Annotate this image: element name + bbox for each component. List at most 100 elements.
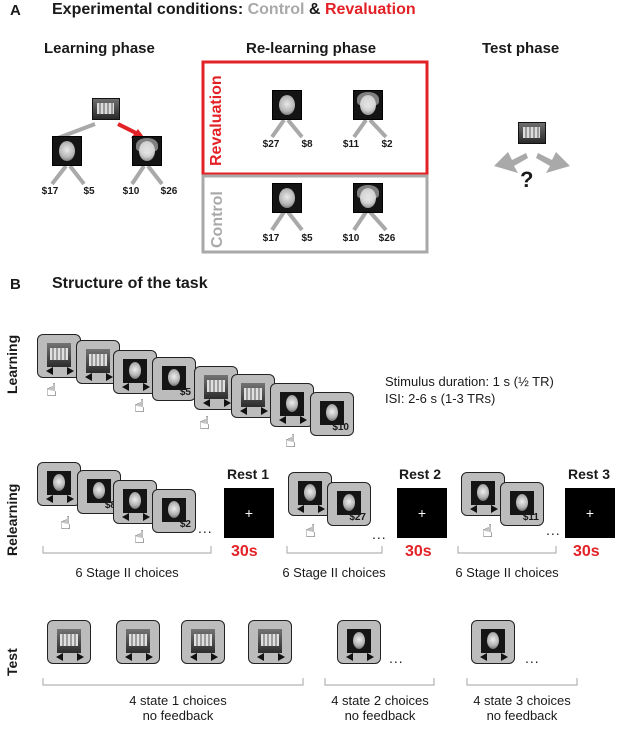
rest-3-label: Rest 3 <box>568 466 611 482</box>
test-card-3 <box>181 620 225 664</box>
finger-press-icon: ☝ <box>199 413 210 433</box>
choice-arrows-icon <box>56 653 84 661</box>
relearning-card-3 <box>113 480 157 524</box>
panel-b-title: Structure of the task <box>52 275 208 292</box>
panel-a-letter: A <box>10 2 21 19</box>
test-caption-1-line2: no feedback <box>142 708 214 723</box>
choice-arrows-icon <box>480 653 508 661</box>
ellipsis-3: ... <box>546 522 561 538</box>
control-vertical-label: Control <box>209 191 226 248</box>
choice-arrows-icon <box>257 653 285 661</box>
relearning-card-7 <box>461 472 505 516</box>
choice-arrows-icon <box>346 653 374 661</box>
test-caption-2: 4 state 2 choices no feedback <box>310 693 450 723</box>
rest-2-screen: + <box>397 488 447 538</box>
face-female-icon <box>353 183 383 213</box>
revaluation-value-4: $2 <box>381 139 393 150</box>
rest-2-duration: 30s <box>405 543 432 560</box>
title-amp: & <box>308 1 321 18</box>
stage2-caption-3: 6 Stage II choices <box>455 565 559 580</box>
face-female-icon <box>132 136 162 166</box>
finger-press-icon: ☝ <box>134 527 145 547</box>
face-male-icon <box>272 90 302 120</box>
rest-3-duration: 30s <box>573 543 600 560</box>
finger-press-icon: ☝ <box>482 521 493 541</box>
choice-arrows-icon <box>46 495 74 503</box>
test-caption-2-line1: 4 state 2 choices <box>331 693 429 708</box>
rest-1-label: Rest 1 <box>227 466 270 482</box>
face-male-icon <box>52 136 82 166</box>
learning-card-4: $5 <box>152 357 196 401</box>
test-caption-3: 4 state 3 choices no feedback <box>452 693 592 723</box>
control-value-4: $26 <box>378 233 396 244</box>
choice-arrows-icon <box>297 505 325 513</box>
revaluation-value-1: $27 <box>262 139 280 150</box>
finger-press-icon: ☝ <box>60 513 71 533</box>
learning-amount-1: $5 <box>179 387 191 398</box>
panel-a-title: Experimental conditions: Control & Reval… <box>52 1 416 19</box>
relearning-amount-1: $8 <box>104 500 116 511</box>
learning-card-6 <box>231 374 275 418</box>
isi-text: ISI: 2-6 s (1-3 TRs) <box>385 391 496 406</box>
test-caption-3-line2: no feedback <box>486 708 558 723</box>
learning-card-7 <box>270 383 314 427</box>
revaluation-value-2: $8 <box>301 139 313 150</box>
choice-arrows-icon <box>122 383 150 391</box>
learning-phase-title: Learning phase <box>44 40 155 57</box>
revaluation-value-3: $11 <box>342 139 360 150</box>
relearning-card-4: $2 <box>152 489 196 533</box>
learning-card-1 <box>37 334 81 378</box>
learning-value-4: $26 <box>160 186 178 197</box>
title-revaluation: Revaluation <box>324 1 416 18</box>
rest-2-label: Rest 2 <box>399 466 442 482</box>
learning-card-8: $10 <box>310 392 354 436</box>
choice-arrows-icon <box>122 513 150 521</box>
relearning-card-5 <box>288 472 332 516</box>
relearning-card-8: $11 <box>500 482 544 526</box>
slot-machine-icon <box>518 122 546 144</box>
face-male-icon <box>272 183 302 213</box>
stage2-caption-1: 6 Stage II choices <box>75 565 179 580</box>
rest-1-screen: + <box>224 488 274 538</box>
learning-card-2 <box>76 340 120 384</box>
relearning-amount-4: $11 <box>522 512 539 523</box>
stimulus-duration: Stimulus duration: 1 s (½ TR) <box>385 374 554 389</box>
test-caption-3-line1: 4 state 3 choices <box>473 693 571 708</box>
test-card-5 <box>337 620 381 664</box>
test-caption-1-line1: 4 state 1 choices <box>129 693 227 708</box>
row-label-learning: Learning <box>4 334 20 394</box>
learning-value-2: $5 <box>83 186 95 197</box>
title-prefix: Experimental conditions: <box>52 1 244 18</box>
revaluation-box <box>201 60 429 176</box>
control-value-3: $10 <box>342 233 360 244</box>
test-card-4 <box>248 620 292 664</box>
title-control: Control <box>247 1 305 18</box>
finger-press-icon: ☝ <box>46 380 57 400</box>
finger-press-icon: ☝ <box>305 521 316 541</box>
choice-arrows-icon <box>240 407 268 415</box>
control-value-1: $17 <box>262 233 280 244</box>
test-card-1 <box>47 620 91 664</box>
choice-arrows-icon <box>470 505 498 513</box>
test-caption-2-line2: no feedback <box>344 708 416 723</box>
slot-machine-icon <box>92 98 120 120</box>
test-caption-1: 4 state 1 choices no feedback <box>98 693 258 723</box>
bracket-lines <box>42 546 578 686</box>
revaluation-vertical-label: Revaluation <box>208 75 225 166</box>
relearning-phase-title: Re-learning phase <box>246 40 377 57</box>
choice-arrows-icon <box>203 399 231 407</box>
relearning-card-6: $27 <box>327 482 371 526</box>
control-box <box>201 174 429 254</box>
rest-3-screen: + <box>565 488 615 538</box>
choice-arrows-icon <box>190 653 218 661</box>
stage2-caption-2: 6 Stage II choices <box>282 565 386 580</box>
learning-value-3: $10 <box>122 186 140 197</box>
learning-amount-2: $10 <box>332 422 349 433</box>
choice-arrows-icon <box>279 416 307 424</box>
learning-value-1: $17 <box>41 186 59 197</box>
learning-card-3 <box>113 350 157 394</box>
relearning-card-1 <box>37 462 81 506</box>
test-phase-title: Test phase <box>482 40 560 57</box>
ellipsis-1: ... <box>198 520 213 536</box>
control-value-2: $5 <box>301 233 313 244</box>
